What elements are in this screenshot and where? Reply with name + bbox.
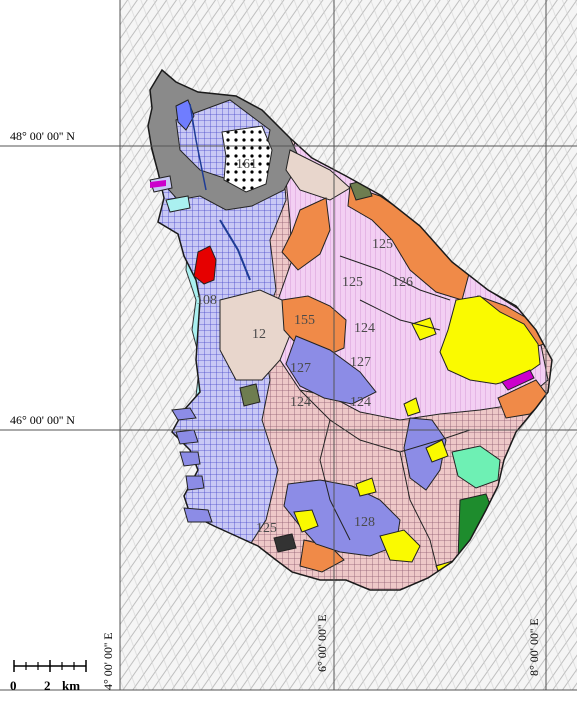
unit-label-12: 12	[252, 327, 266, 342]
unit-label-124a: 124	[354, 321, 375, 336]
unit-161-dotted	[221, 125, 273, 193]
unit-label-128: 128	[354, 515, 375, 530]
unit-label-124b: 124	[290, 395, 311, 410]
scale-tick-2: 2	[44, 678, 51, 693]
unit-labels: 161 125 125 125 126 124 124 124 127 127 …	[196, 157, 413, 536]
unit-label-127b: 127	[350, 355, 371, 370]
unit-periwinkle-128	[283, 479, 401, 557]
unit-label-161: 161	[236, 157, 257, 172]
unit-mint	[451, 445, 501, 489]
scale-unit: km	[62, 678, 80, 693]
lon-label-west: 4° 00' 00'' E	[101, 632, 115, 690]
unit-label-125b: 125	[342, 275, 363, 290]
unit-label-124c: 124	[350, 395, 371, 410]
lat-label-south: 46° 00' 00'' N	[10, 413, 75, 427]
western-fringe	[171, 407, 213, 523]
scale-bar: 0 2 km	[10, 660, 87, 693]
unit-red	[193, 245, 217, 285]
unit-label-155: 155	[294, 313, 315, 328]
unit-label-125a: 125	[372, 237, 393, 252]
lon-label-east: 8° 00' 00'' E	[527, 618, 541, 676]
unit-orange-1	[281, 197, 331, 271]
scale-tick-0: 0	[10, 678, 17, 693]
lon-label-mid: 6° 00' 00'' E	[315, 614, 329, 672]
terrain-shading-west	[0, 0, 120, 690]
unit-label-125c: 125	[256, 521, 277, 536]
unit-periwinkle-127	[285, 335, 377, 405]
lat-label-north: 48° 00' 00'' N	[10, 129, 75, 143]
unit-tan	[219, 289, 293, 381]
unit-label-108: 108	[196, 293, 217, 308]
unit-label-127a: 127	[290, 361, 311, 376]
unit-label-126: 126	[392, 275, 413, 290]
